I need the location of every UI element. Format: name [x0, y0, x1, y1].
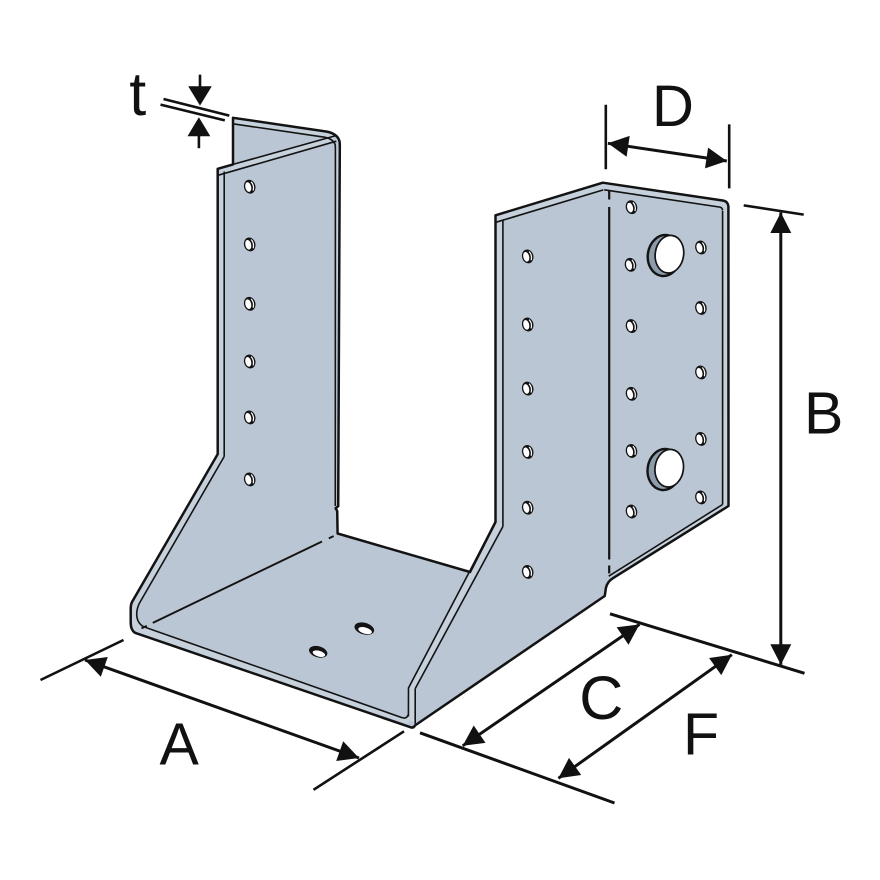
- svg-text:D: D: [652, 74, 694, 139]
- svg-text:t: t: [129, 60, 146, 128]
- svg-text:C: C: [579, 664, 623, 732]
- svg-text:B: B: [804, 381, 843, 447]
- svg-text:F: F: [683, 702, 719, 768]
- svg-text:A: A: [160, 712, 200, 778]
